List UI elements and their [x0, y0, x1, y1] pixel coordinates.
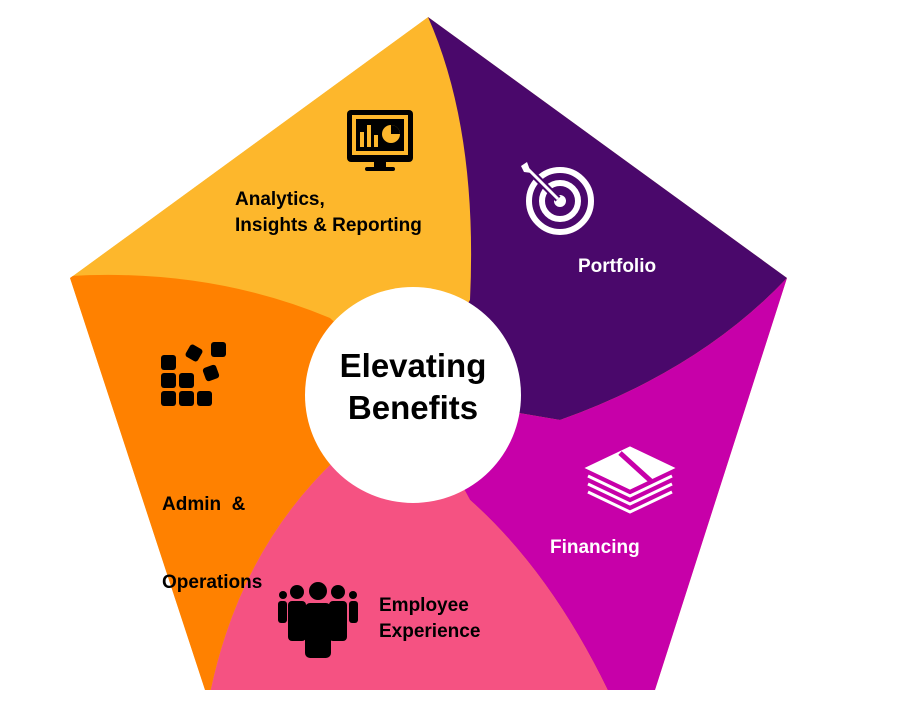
center-title-line2: Benefits	[347, 389, 479, 426]
money-stack-icon	[584, 446, 676, 514]
center-circle	[305, 287, 521, 503]
label-analytics-line2: Insights & Reporting	[235, 215, 422, 236]
label-portfolio: Portfolio	[578, 256, 657, 277]
monitor-chart-icon	[347, 110, 413, 171]
label-admin-line1: Admin &	[162, 494, 246, 515]
center-title-line1: Elevating	[339, 347, 487, 384]
label-employee-line2: Experience	[379, 621, 481, 642]
label-financing: Financing	[550, 537, 640, 558]
label-employee-line1: Employee	[379, 595, 469, 616]
center-title: Elevating Benefits	[305, 345, 521, 429]
label-analytics-line1: Analytics,	[235, 189, 325, 210]
people-group-icon	[278, 582, 358, 658]
label-admin-line2: Operations	[162, 572, 263, 593]
target-arrow-icon	[521, 162, 594, 235]
label-analytics: Analytics, Insights & Reporting	[235, 187, 422, 239]
label-employee: Employee Experience	[379, 593, 480, 645]
label-admin: Admin & Operations	[162, 440, 262, 622]
blocks-icon	[161, 342, 226, 406]
